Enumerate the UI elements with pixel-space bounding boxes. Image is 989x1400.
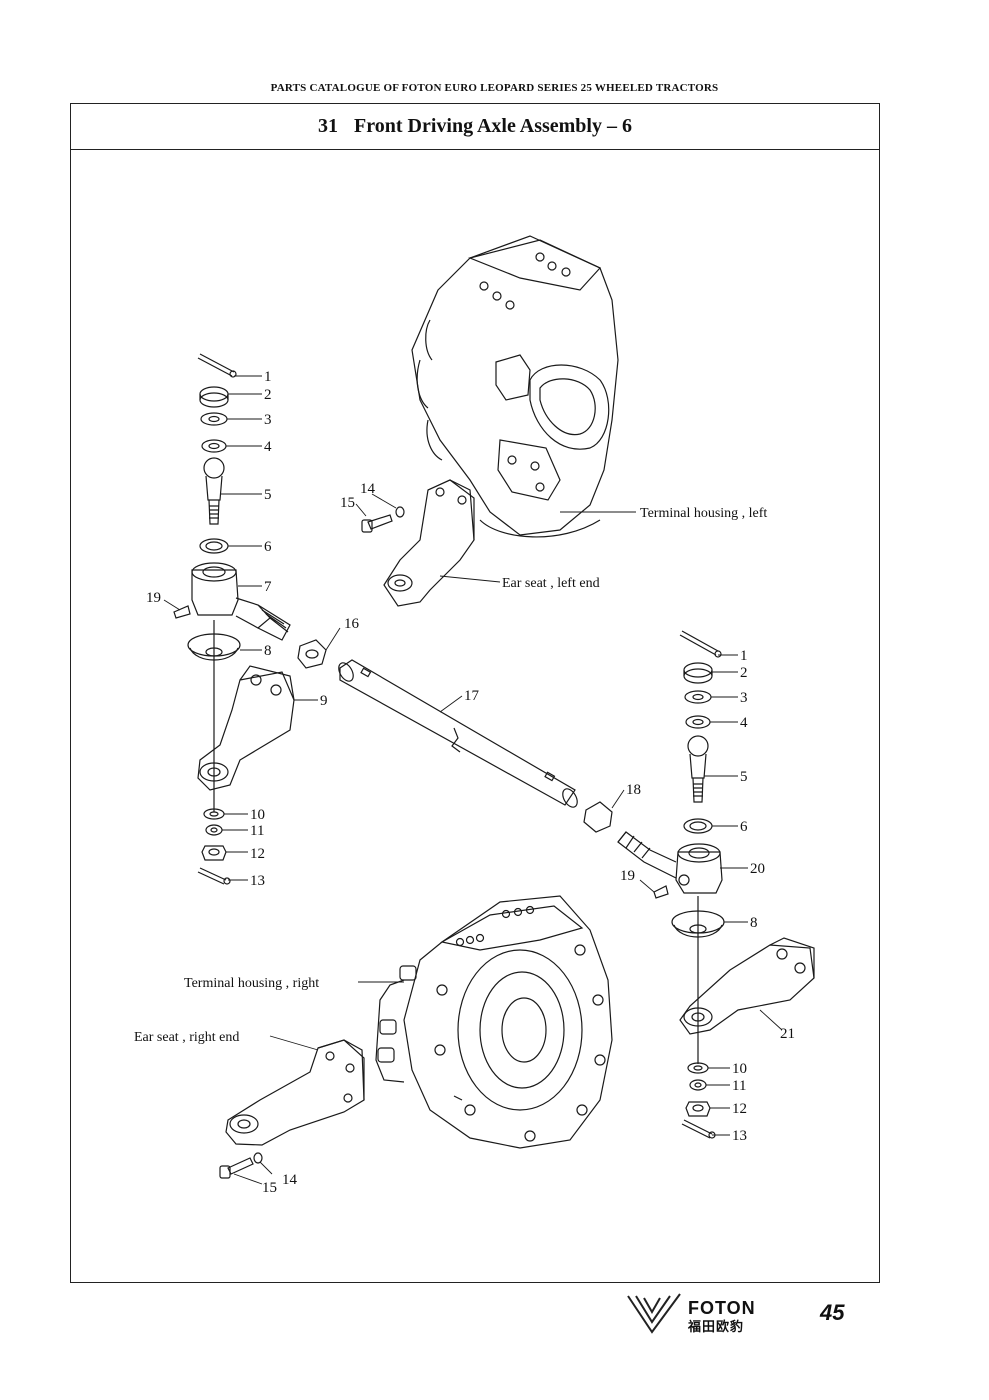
leader-lines bbox=[163, 375, 783, 1185]
callout-14-upper: 14 bbox=[360, 481, 376, 497]
callout-3-right: 3 bbox=[740, 690, 748, 706]
callout-2-right: 2 bbox=[740, 665, 748, 681]
callout-19-left: 19 bbox=[146, 590, 161, 606]
brand-name-en: FOTON bbox=[688, 1298, 756, 1318]
ear-seat-right bbox=[225, 1039, 365, 1146]
callout-5-right: 5 bbox=[740, 769, 748, 785]
section-title-row: 31 Front Driving Axle Assembly – 6 bbox=[71, 104, 879, 150]
label-ear-seat-right: Ear seat , right end bbox=[134, 1030, 239, 1045]
footer-brand: FOTON 福田欧豹 bbox=[688, 1298, 798, 1338]
left-stack-parts bbox=[173, 353, 327, 885]
bolt-washer-upper bbox=[361, 506, 405, 533]
callout-6-right: 6 bbox=[740, 819, 748, 835]
diagram-frame: 31 Front Driving Axle Assembly – 6 bbox=[70, 103, 880, 1283]
callout-7-left: 7 bbox=[264, 579, 272, 595]
callout-1-right: 1 bbox=[740, 648, 748, 664]
top-band bbox=[0, 0, 989, 78]
callout-6-left: 6 bbox=[264, 539, 272, 555]
section-title: Front Driving Axle Assembly – 6 bbox=[354, 115, 632, 137]
callout-labels: 1 2 3 4 5 6 7 19 16 8 9 10 11 12 13 14 1… bbox=[134, 369, 795, 1196]
callout-18: 18 bbox=[626, 782, 641, 798]
callout-3-left: 3 bbox=[264, 412, 272, 428]
callout-13-right: 13 bbox=[732, 1128, 747, 1144]
catalogue-header: PARTS CATALOGUE OF FOTON EURO LEOPARD SE… bbox=[270, 82, 719, 94]
callout-14-lower: 14 bbox=[282, 1172, 298, 1188]
callout-4-right: 4 bbox=[740, 715, 748, 731]
callout-8-left: 8 bbox=[264, 643, 272, 659]
callout-13-left: 13 bbox=[250, 873, 265, 889]
tie-rod-tube bbox=[338, 659, 578, 808]
label-ear-seat-left: Ear seat , left end bbox=[502, 576, 600, 591]
terminal-housing-right bbox=[375, 895, 613, 1149]
foton-logo-icon bbox=[627, 1293, 681, 1334]
section-number: 31 bbox=[318, 115, 339, 137]
callout-21: 21 bbox=[780, 1026, 795, 1042]
callout-11-left: 11 bbox=[250, 823, 264, 839]
callout-17: 17 bbox=[464, 688, 480, 704]
page-number: 45 bbox=[820, 1300, 845, 1325]
callout-5-left: 5 bbox=[264, 487, 272, 503]
callout-19-right: 19 bbox=[620, 868, 635, 884]
label-terminal-housing-left: Terminal housing , left bbox=[640, 506, 767, 521]
callout-9: 9 bbox=[320, 693, 328, 709]
callout-11-right: 11 bbox=[732, 1078, 746, 1094]
callout-15-upper: 15 bbox=[340, 495, 355, 511]
callout-4-left: 4 bbox=[264, 439, 272, 455]
callout-12-right: 12 bbox=[732, 1101, 747, 1117]
callout-10-right: 10 bbox=[732, 1061, 747, 1077]
terminal-housing-left bbox=[411, 235, 619, 538]
right-stack-parts bbox=[617, 630, 815, 1139]
callout-8-right: 8 bbox=[750, 915, 758, 931]
callout-10-left: 10 bbox=[250, 807, 265, 823]
brand-name-cn: 福田欧豹 bbox=[688, 1320, 745, 1335]
bolt-washer-lower bbox=[219, 1152, 263, 1179]
label-terminal-housing-right: Terminal housing , right bbox=[184, 976, 319, 991]
ear-seat-left bbox=[383, 479, 475, 607]
callout-15-lower: 15 bbox=[262, 1180, 277, 1196]
callout-16: 16 bbox=[344, 616, 360, 632]
callout-2-left: 2 bbox=[264, 387, 272, 403]
callout-20: 20 bbox=[750, 861, 765, 877]
nut-18 bbox=[583, 801, 613, 833]
callout-1-left: 1 bbox=[264, 369, 272, 385]
callout-12-left: 12 bbox=[250, 846, 265, 862]
